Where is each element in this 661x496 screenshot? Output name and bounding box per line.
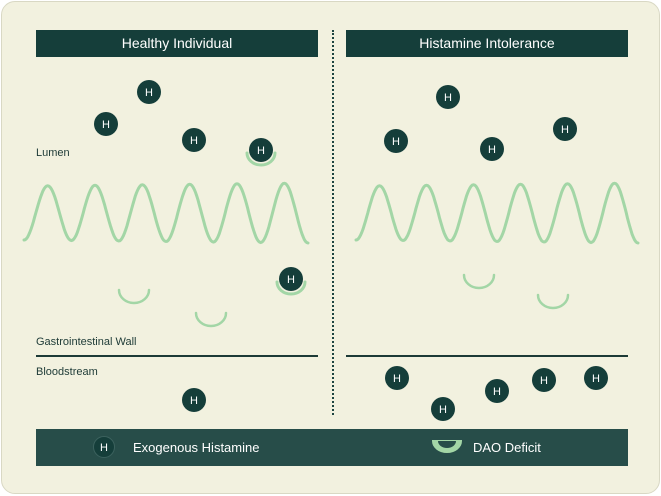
dao-binding-arc	[245, 151, 277, 167]
dao-enzyme	[194, 311, 228, 328]
histamine-molecule	[94, 112, 118, 136]
histamine-molecule	[384, 129, 408, 153]
panel-divider	[332, 30, 334, 415]
histamine-molecule	[584, 366, 608, 390]
histamine-molecule	[553, 117, 577, 141]
zone-label-lumen: Lumen	[36, 147, 70, 159]
dao-binding-arc	[275, 280, 307, 296]
legend-dao-icon	[431, 440, 463, 453]
legend-histamine-label: Exogenous Histamine	[133, 440, 260, 455]
histamine-symbol: H	[145, 87, 153, 99]
wall-boundary-right	[346, 355, 628, 357]
histamine-molecule	[485, 379, 509, 403]
histamine-molecule	[385, 366, 409, 390]
legend-histamine-icon: H	[93, 436, 115, 458]
histamine-symbol: H	[592, 373, 600, 385]
gi-wall-wave-left	[22, 181, 310, 245]
dao-enzyme	[462, 273, 496, 290]
histamine-molecule	[137, 80, 161, 104]
histamine-symbol: H	[393, 373, 401, 385]
zone-label-bloodstream: Bloodstream	[36, 366, 98, 378]
histamine-symbol: H	[439, 404, 447, 416]
histamine-symbol: H	[561, 124, 569, 136]
histamine-symbol: H	[190, 395, 198, 407]
dao-enzyme	[536, 293, 570, 310]
panel-title-intolerance: Histamine Intolerance	[346, 30, 628, 57]
histamine-symbol: H	[540, 375, 548, 387]
histamine-molecule	[182, 128, 206, 152]
histamine-symbol: H	[102, 119, 110, 131]
histamine-symbol: H	[257, 145, 265, 157]
histamine-symbol: H	[392, 136, 400, 148]
legend-dao-label: DAO Deficit	[473, 440, 541, 455]
histamine-molecule	[480, 137, 504, 161]
histamine-symbol: H	[190, 135, 198, 147]
histamine-molecule	[436, 85, 460, 109]
histamine-molecule	[249, 138, 273, 162]
histamine-molecule	[182, 388, 206, 412]
gi-wall-wave-right	[354, 181, 640, 245]
histamine-symbol: H	[493, 386, 501, 398]
histamine-symbol: H	[488, 144, 496, 156]
histamine-symbol: H	[444, 92, 452, 104]
histamine-molecule	[532, 368, 556, 392]
histamine-symbol: H	[287, 274, 295, 286]
zone-label-gi-wall: Gastrointestinal Wall	[36, 336, 137, 348]
legend-bar: H Exogenous Histamine DAO Deficit	[36, 429, 628, 466]
histamine-molecule	[279, 267, 303, 291]
dao-enzyme	[117, 288, 151, 305]
histamine-molecule	[431, 397, 455, 421]
panel-title-healthy: Healthy Individual	[36, 30, 318, 57]
wall-boundary-left	[36, 355, 318, 357]
